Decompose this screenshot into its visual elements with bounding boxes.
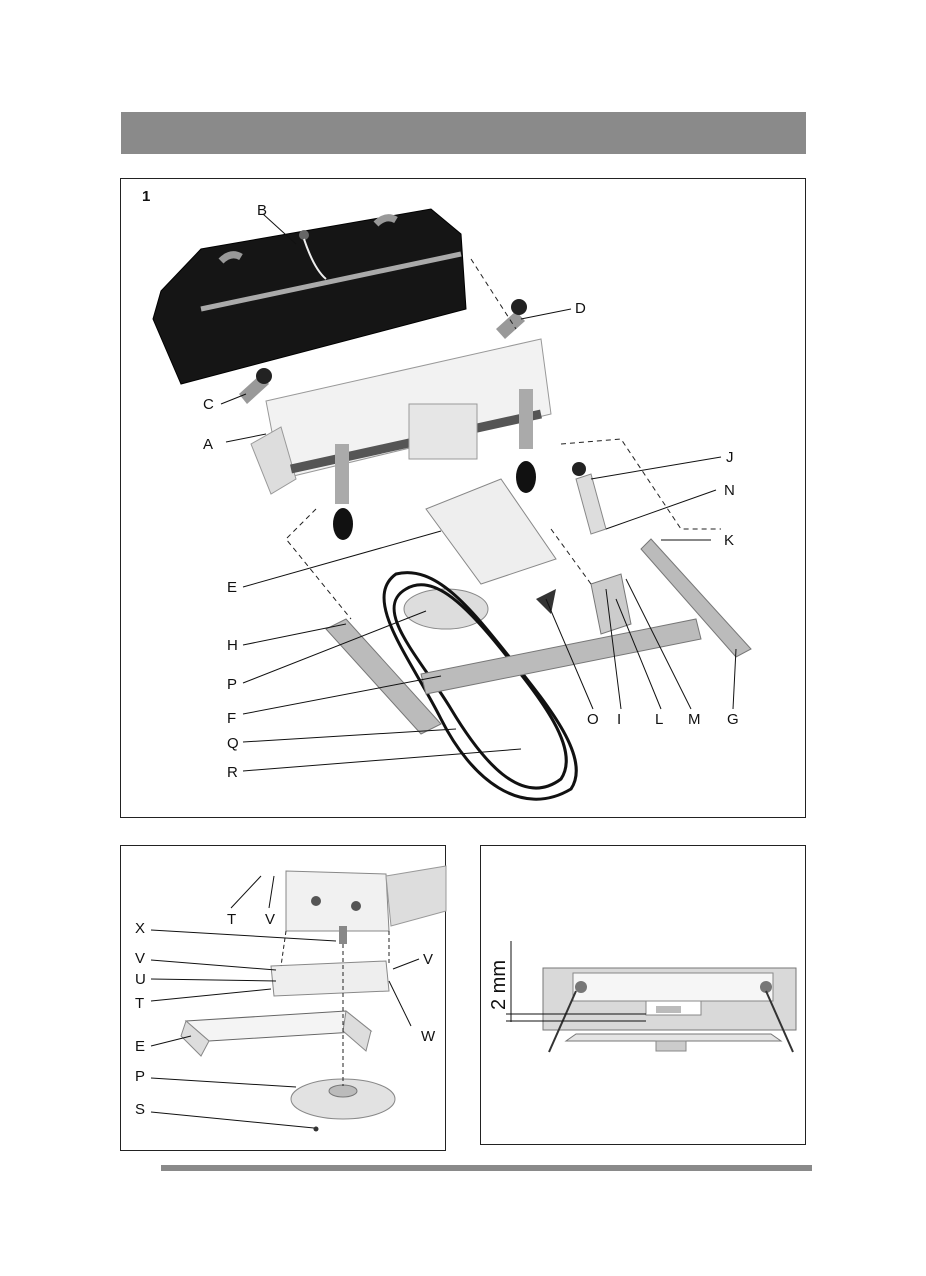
label-n: N	[724, 482, 735, 499]
label-j: J	[726, 449, 734, 466]
gap-dimension-label: 2 mm	[488, 960, 510, 1010]
label-h: H	[227, 637, 238, 654]
label-l: L	[655, 711, 663, 728]
label-f: F	[227, 710, 236, 727]
label-p: P	[135, 1068, 145, 1085]
label-t-top: T	[227, 911, 236, 928]
label-v-top: V	[265, 911, 275, 928]
label-d: D	[575, 300, 586, 317]
screw-s	[314, 1127, 319, 1132]
label-u: U	[135, 971, 146, 988]
figure-2-plate-detail: T V X V U T E P S V W	[120, 845, 446, 1151]
section-header-bar	[121, 112, 806, 154]
label-v-left: V	[135, 950, 145, 967]
exploded-assembly-drawing: B C D A J N K E H P F Q R O I L M G	[121, 179, 807, 819]
knob-clamp-c	[239, 368, 272, 404]
label-p: P	[227, 676, 237, 693]
figure-3-belt-gap-detail: 2 mm	[480, 845, 806, 1145]
adjuster-bracket	[576, 474, 606, 534]
pulley-rim	[566, 1034, 781, 1041]
label-e: E	[135, 1038, 145, 1055]
label-o: O	[587, 711, 599, 728]
label-x: X	[135, 920, 145, 937]
label-v-right: V	[423, 951, 433, 968]
label-b: B	[257, 202, 267, 219]
brush-housing	[251, 339, 551, 494]
belt-gap-drawing: 2 mm	[481, 846, 807, 1146]
label-g: G	[727, 711, 739, 728]
label-w: W	[421, 1028, 436, 1045]
locking-lever	[536, 589, 556, 614]
plate-pulley-drawing: T V X V U T E P S V W	[121, 846, 447, 1152]
adjuster-knob	[572, 462, 586, 476]
brush-cover	[153, 209, 466, 384]
label-c: C	[203, 396, 214, 413]
mounting-plate	[426, 479, 556, 584]
footer-bar	[161, 1165, 812, 1171]
label-i: I	[617, 711, 621, 728]
label-e: E	[227, 579, 237, 596]
label-t-left: T	[135, 995, 144, 1012]
label-s: S	[135, 1101, 145, 1118]
label-a: A	[203, 436, 213, 453]
label-r: R	[227, 764, 238, 781]
label-k: K	[724, 532, 734, 549]
main-frame	[326, 539, 751, 734]
label-m: M	[688, 711, 701, 728]
figure-1-exploded-view: 1	[120, 178, 806, 818]
label-q: Q	[227, 735, 239, 752]
